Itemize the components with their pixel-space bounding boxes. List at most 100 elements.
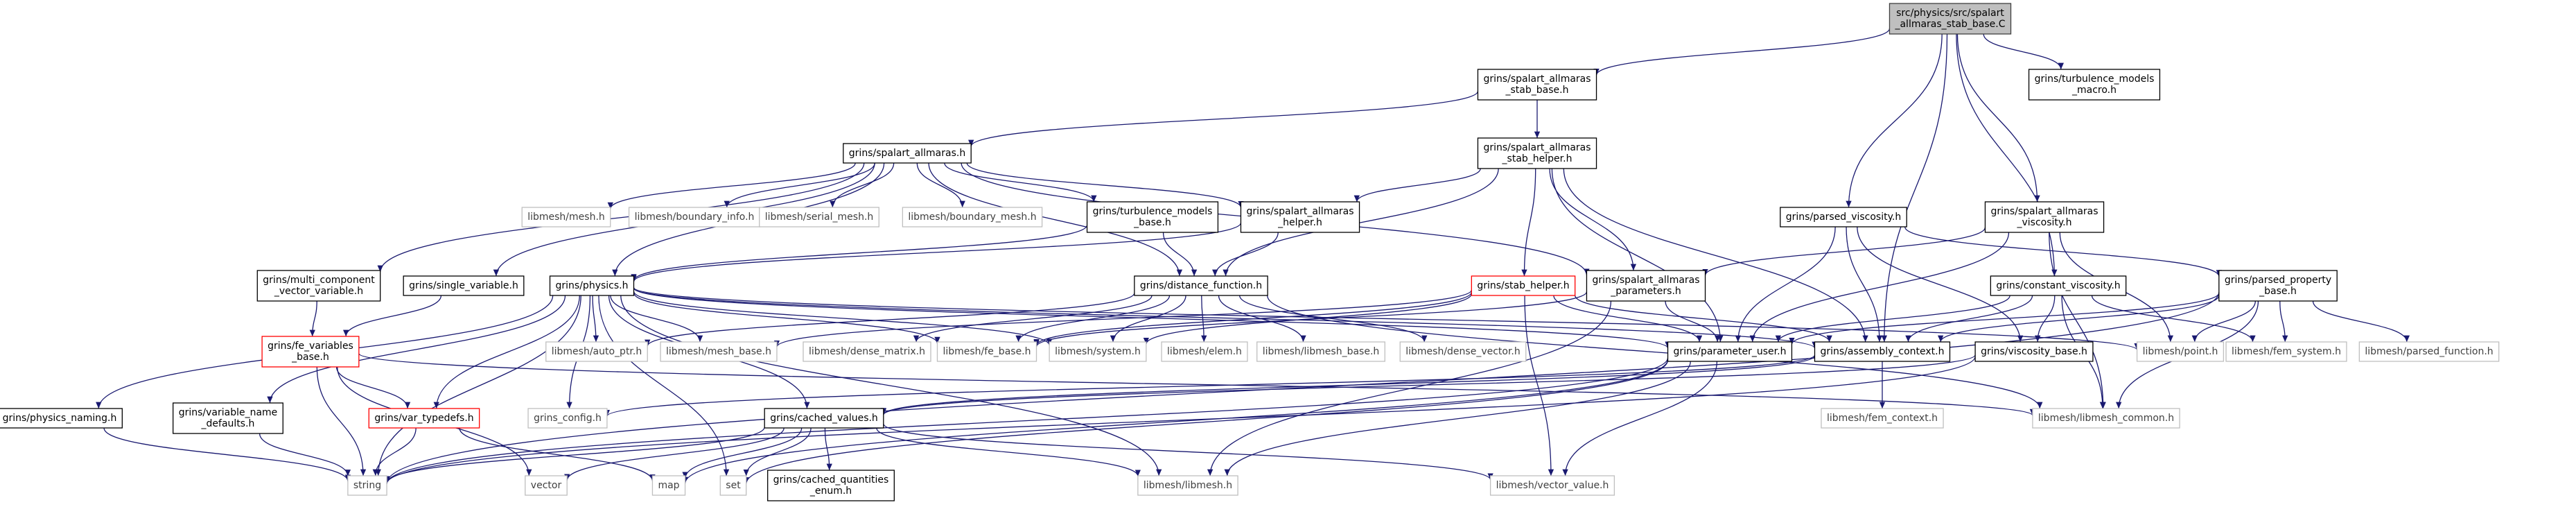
node-box: [1814, 341, 1951, 362]
node-box: [2218, 270, 2338, 302]
edge-parsed-prop-to-parsed-function: [2312, 300, 2410, 343]
node-var-name-defaults[interactable]: grins/variable_name_defaults.h: [173, 402, 283, 434]
edge-physics-h-to-libmesh-h: [620, 295, 1162, 476]
edge-sa-h-to-multi-comp: [377, 162, 865, 273]
node-box: [1137, 475, 1238, 496]
edge-physics-h-to-set: [598, 295, 730, 476]
node-parsed-prop[interactable]: grins/parsed_property_base.h: [2218, 270, 2338, 302]
node-fe-base: libmesh/fe_base.h: [936, 341, 1037, 362]
node-sa-h[interactable]: grins/spalart_allmaras.h: [843, 143, 972, 164]
edge-fe-variables-to-libmesh-common: [358, 353, 2035, 416]
edge-assembly-ctx-to-cached-values: [880, 355, 1816, 415]
edge-stab-helper-to-fe-base: [1033, 291, 1472, 346]
edge-param-user-to-libmesh-h: [1224, 361, 1691, 476]
node-parsed-function: libmesh/parsed_function.h: [2358, 341, 2500, 362]
node-box: [1086, 201, 1219, 233]
node-turb-models-macro[interactable]: grins/turbulence_models_macro.h: [2028, 69, 2161, 101]
node-parsed-viscosity[interactable]: grins/parsed_viscosity.h: [1780, 207, 1907, 227]
node-box: [173, 402, 283, 434]
node-box: [902, 207, 1043, 227]
node-serial-mesh: libmesh/serial_mesh.h: [759, 207, 879, 227]
node-label: grins/cached_values.h: [770, 413, 878, 424]
node-label: src/physics/src/spalart: [1896, 8, 2004, 19]
node-sa-stab-base[interactable]: grins/spalart_allmaras_stab_base.h: [1477, 69, 1597, 101]
edge-parsed-viscosity-to-assembly-ctx: [1846, 226, 1883, 343]
node-param-user[interactable]: grins/parameter_user.h: [1667, 341, 1793, 362]
node-libmesh-base: libmesh/libmesh_base.h: [1256, 341, 1385, 362]
node-label: _stab_base.h: [1505, 85, 1569, 96]
node-stab-helper[interactable]: grins/stab_helper.h: [1471, 275, 1576, 296]
node-box: [549, 275, 635, 296]
edge-var-typedefs-to-map: [459, 427, 656, 481]
node-physics-h[interactable]: grins/physics.h: [549, 275, 635, 296]
edge-fe-variables-to-var-typedefs: [335, 366, 411, 409]
node-viscosity-base[interactable]: grins/viscosity_base.h: [1974, 341, 2094, 362]
node-label: grins/parsed_viscosity.h: [1786, 212, 1901, 223]
node-fe-variables[interactable]: grins/fe_variables_base.h: [261, 336, 360, 368]
node-var-typedefs[interactable]: grins/var_typedefs.h: [368, 408, 480, 429]
node-label: grins/cached_quantities: [773, 474, 889, 485]
node-sa-helper[interactable]: grins/spalart_allmaras_helper.h: [1240, 201, 1360, 233]
node-box: [527, 408, 608, 429]
edge-turb-models-base-to-physics-h: [631, 225, 1088, 281]
node-distance-fn[interactable]: grins/distance_function.h: [1134, 275, 1268, 296]
edge-multi-comp-to-fe-variables: [309, 300, 317, 337]
node-label: libmesh/fem_context.h: [1827, 413, 1938, 424]
edge-sa-h-to-mesh-h: [607, 162, 856, 209]
node-dense-vector: libmesh/dense_vector.h: [1399, 341, 1527, 362]
node-box: [1990, 275, 2127, 296]
edge-cached-values-to-libmesh-h: [876, 427, 1141, 476]
node-label: libmesh/fe_base.h: [943, 346, 1031, 357]
edge-var-typedefs-to-string: [372, 427, 417, 476]
node-constant-visc[interactable]: grins/constant_viscosity.h: [1990, 275, 2127, 296]
node-box: [1240, 201, 1360, 233]
node-root[interactable]: src/physics/src/spalart_allmaras_stab_ba…: [1889, 3, 2012, 35]
node-label: grins/physics.h: [556, 280, 629, 291]
node-box: [1821, 408, 1944, 429]
node-label: _base.h: [1133, 217, 1171, 228]
node-multi-comp[interactable]: grins/multi_component_vector_variable.h: [256, 270, 381, 302]
node-turb-models-base[interactable]: grins/turbulence_models_base.h: [1086, 201, 1219, 233]
node-libmesh-h: libmesh/libmesh.h: [1137, 475, 1238, 496]
node-sa-viscosity[interactable]: grins/spalart_allmaras_viscosity.h: [1984, 201, 2105, 233]
node-assembly-ctx[interactable]: grins/assembly_context.h: [1814, 341, 1951, 362]
node-box: [660, 341, 778, 362]
edge-param-user-to-vector-value: [1562, 361, 1718, 476]
edge-var-name-defaults-to-string: [259, 433, 351, 476]
node-physics-naming[interactable]: grins/physics_naming.h: [0, 408, 123, 429]
node-cached-values[interactable]: grins/cached_values.h: [764, 408, 884, 429]
edge-parsed-prop-to-assembly-ctx: [1938, 295, 2220, 343]
edge-single-var-to-fe-variables: [343, 295, 442, 337]
node-box: [764, 408, 884, 429]
node-box: [2136, 341, 2225, 362]
node-label: libmesh/libmesh_common.h: [2038, 413, 2174, 424]
node-cached-quantities[interactable]: grins/cached_quantities_enum.h: [767, 470, 895, 501]
edge-constant-visc-to-assembly-ctx: [1905, 295, 2033, 343]
node-box: [1477, 137, 1597, 169]
edge-cached-values-to-vector-value: [883, 423, 1493, 481]
edge-sa-viscosity-to-param-user: [1749, 232, 2010, 343]
node-single-var[interactable]: grins/single_variable.h: [403, 275, 525, 296]
edge-cached-values-to-vector: [564, 427, 785, 481]
node-point-h: libmesh/point.h: [2136, 341, 2225, 362]
edge-distance-fn-to-elem-h: [1201, 295, 1207, 343]
node-label: libmesh/elem.h: [1167, 346, 1242, 357]
edge-sa-h-to-boundary-mesh: [916, 162, 965, 208]
edge-sa-h-to-turb-models-base: [944, 162, 1097, 203]
node-sa-params[interactable]: grins/spalart_allmaras_parameters.h: [1586, 270, 1706, 302]
node-box: [1049, 341, 1147, 362]
edge-distance-fn-to-dense-matrix: [913, 295, 1153, 343]
edge-parsed-viscosity-to-viscosity-base: [1857, 226, 2024, 343]
node-label: libmesh/vector_value.h: [1496, 480, 1609, 491]
edge-sa-stab-helper-to-param-user: [1551, 168, 1724, 343]
node-mesh-h: libmesh/mesh.h: [521, 207, 611, 227]
node-label: grins/fe_variables: [268, 341, 353, 352]
edge-distance-fn-to-auto-ptr: [645, 293, 1135, 347]
edge-physics-h-to-fe-base: [633, 292, 940, 344]
node-box: [521, 207, 611, 227]
node-label: set: [726, 480, 741, 491]
node-sa-stab-helper[interactable]: grins/spalart_allmaras_stab_helper.h: [1477, 137, 1597, 169]
node-label: vector: [531, 480, 562, 491]
edge-distance-fn-to-fe-base: [1015, 295, 1171, 343]
